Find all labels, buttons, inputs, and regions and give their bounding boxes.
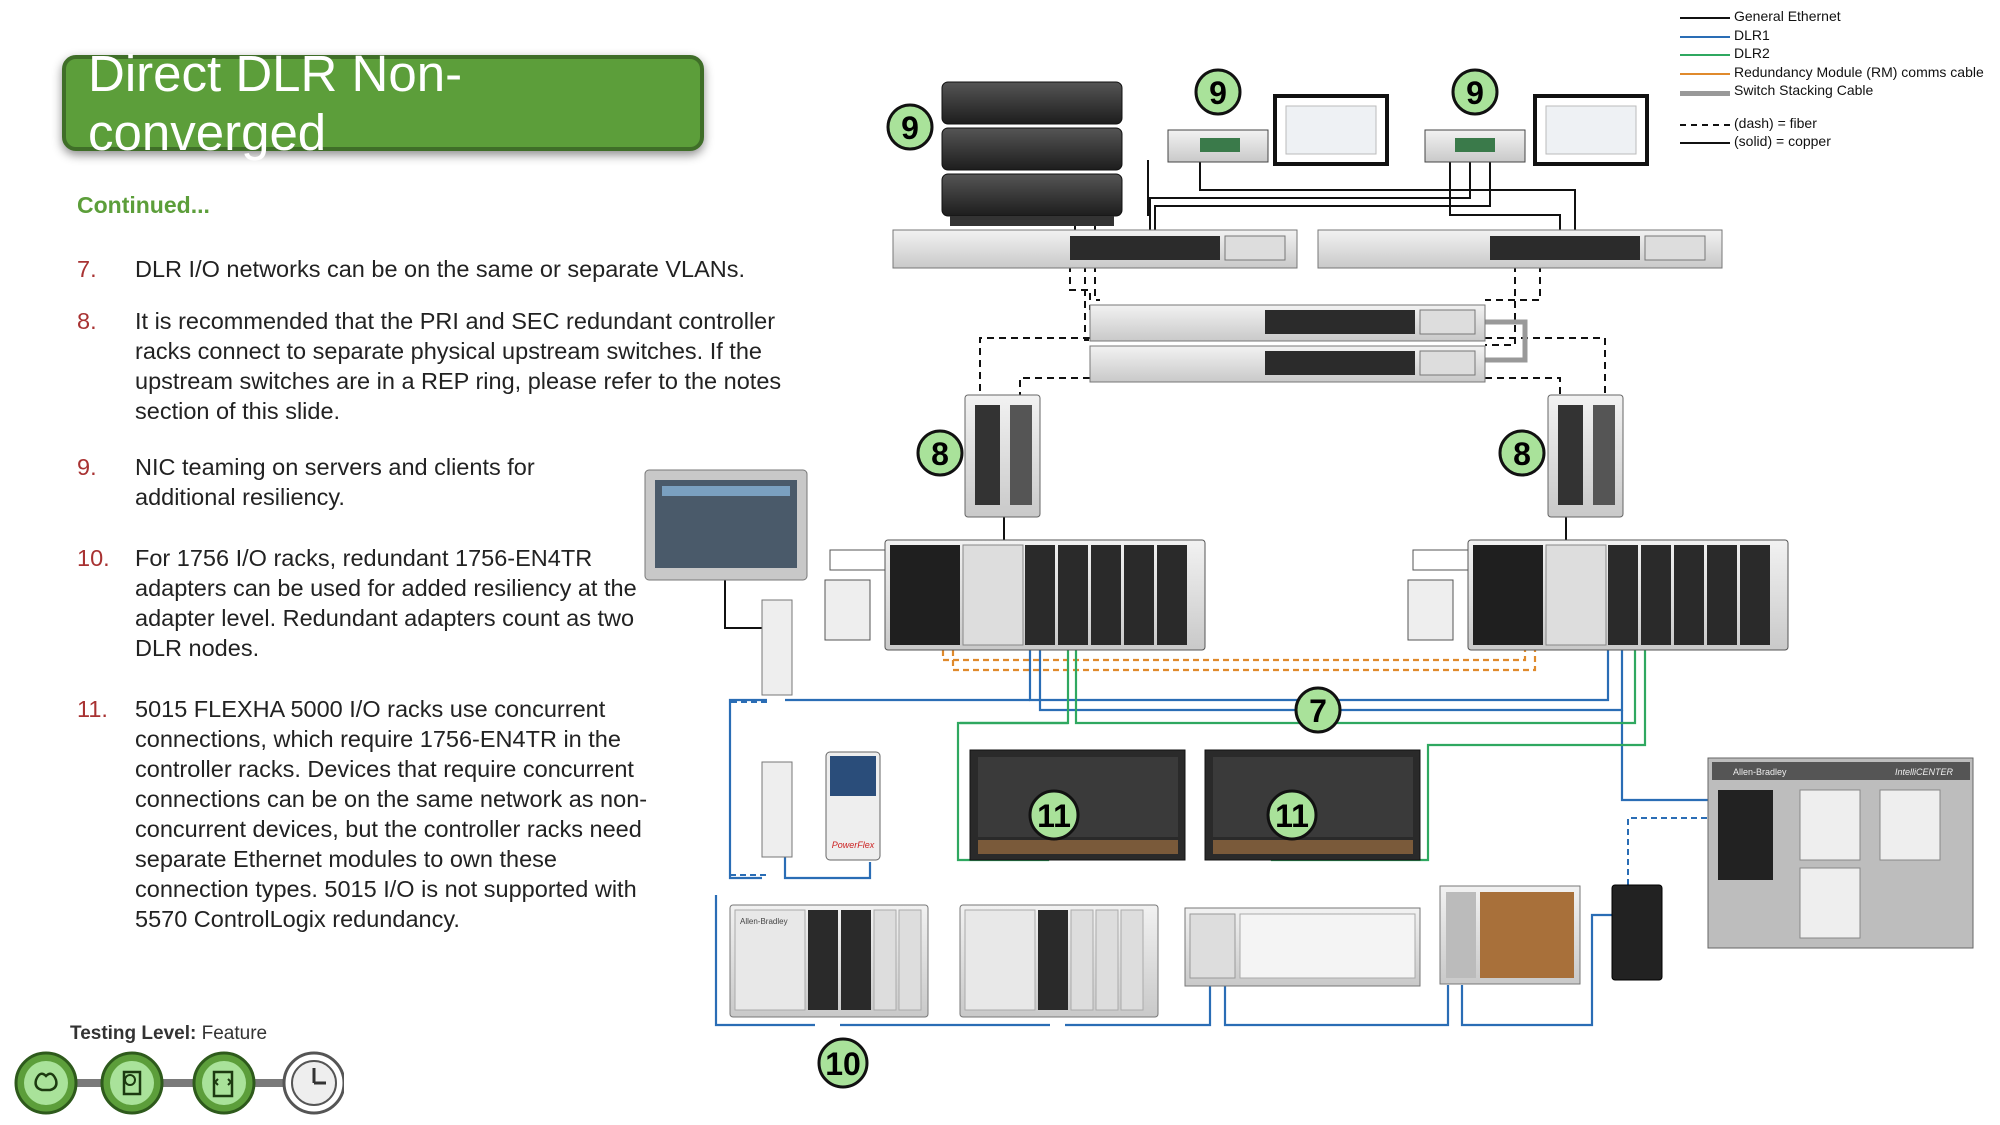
fiber-cables [979, 265, 1606, 402]
testing-level-label: Testing Level: [70, 1023, 197, 1044]
testing-level-icons [14, 1051, 344, 1115]
io-adapter-lower [761, 761, 793, 858]
industrial-switch-right [1547, 394, 1624, 518]
note-number: 9. [77, 454, 97, 480]
legend-swatch [1680, 35, 1730, 38]
svg-text:11: 11 [1037, 798, 1071, 834]
legend-label: (dash) = fiber [1734, 114, 1817, 131]
note-text: It is recommended that the PRI and SEC r… [135, 308, 782, 424]
badge-7: 7 [1294, 686, 1342, 734]
io-rack-5069 [1184, 907, 1421, 987]
client-pc-right [1424, 94, 1649, 166]
legend-label: Redundancy Module (RM) comms cable [1734, 63, 1984, 80]
small-switch [1611, 884, 1663, 981]
stacking-cable [1485, 319, 1528, 363]
core-switch-left [892, 229, 1298, 269]
legend-swatch [1680, 123, 1730, 126]
controller-rack-secondary [1407, 539, 1789, 651]
lightbulb-document-icon [100, 1051, 164, 1115]
legend-swatch [1680, 17, 1730, 19]
point-io-rack [1439, 885, 1581, 985]
badge-11-right: 11 [1266, 789, 1318, 841]
badge-9-client-left: 9 [1194, 68, 1242, 116]
flexha-rack-left [969, 749, 1186, 861]
svg-text:11: 11 [1275, 798, 1309, 834]
brain-icon [14, 1051, 78, 1115]
legend-swatch [1680, 91, 1730, 96]
vendor-label: Allen-Bradley [740, 917, 788, 926]
note-text: NIC teaming on servers and clients for a… [135, 454, 535, 510]
gauge-icon [282, 1051, 344, 1115]
legend-label: DLR2 [1734, 45, 1770, 61]
industrial-switch-left [964, 394, 1041, 518]
client-pc-left [1167, 94, 1389, 166]
legend-label: DLR1 [1734, 26, 1770, 43]
rm-cables [941, 650, 1537, 672]
legend-swatch [1680, 72, 1730, 75]
powerflex-drive: PowerFlex [825, 751, 881, 861]
testing-level: Testing Level: Feature [70, 1023, 267, 1045]
badge-11-left: 11 [1028, 789, 1080, 841]
io-rack-1756-a: Allen-Bradley [729, 904, 929, 1018]
testing-level-value: Feature [201, 1023, 268, 1044]
note-number: 11. [77, 696, 108, 722]
powerflex-label: PowerFlex [832, 840, 875, 850]
fiber-dlr1-cables [729, 699, 1735, 885]
note-text: 5015 FLEXHA 5000 I/O racks use concurren… [135, 696, 648, 932]
legend-swatch [1680, 54, 1730, 56]
legend-swatch [1680, 142, 1730, 144]
badge-8-right: 8 [1498, 429, 1546, 477]
legend-label: (solid) = copper [1734, 133, 1831, 149]
hmi-panel [644, 469, 808, 581]
badge-9-client-right: 9 [1451, 68, 1499, 116]
server-stack [941, 81, 1123, 226]
note-text: For 1756 I/O racks, redundant 1756-EN4TR… [135, 545, 637, 661]
svg-text:7: 7 [1309, 693, 1327, 729]
svg-text:8: 8 [1513, 436, 1531, 472]
core-switch-right [1317, 229, 1723, 269]
mcc-lineup: Allen-Bradley IntelliCENTER [1707, 757, 1974, 949]
controller-rack-primary [824, 539, 1206, 651]
vendor-label: Allen-Bradley [1733, 767, 1787, 777]
note-number: 10. [77, 545, 110, 571]
legend-label: General Ethernet [1734, 8, 1841, 24]
badge-10: 10 [817, 1037, 869, 1089]
note-number: 8. [77, 308, 97, 334]
io-rack-1756-b [959, 904, 1159, 1018]
svg-text:9: 9 [1209, 75, 1227, 111]
legend-label: Switch Stacking Cable [1734, 82, 1874, 98]
code-edit-icon [192, 1051, 256, 1115]
badge-8-left: 8 [916, 429, 964, 477]
svg-text:10: 10 [825, 1046, 861, 1082]
svg-text:9: 9 [901, 110, 919, 146]
badge-9-servers: 9 [886, 103, 934, 151]
io-adapter-upper [761, 599, 793, 696]
continued-label: Continued... [77, 192, 210, 218]
note-number: 7. [77, 256, 97, 282]
svg-text:9: 9 [1466, 75, 1484, 111]
mcc-label: IntelliCENTER [1895, 767, 1954, 777]
svg-text:8: 8 [931, 436, 949, 472]
distribution-switch-stack [1089, 304, 1486, 383]
note-text: DLR I/O networks can be on the same or s… [135, 256, 745, 282]
